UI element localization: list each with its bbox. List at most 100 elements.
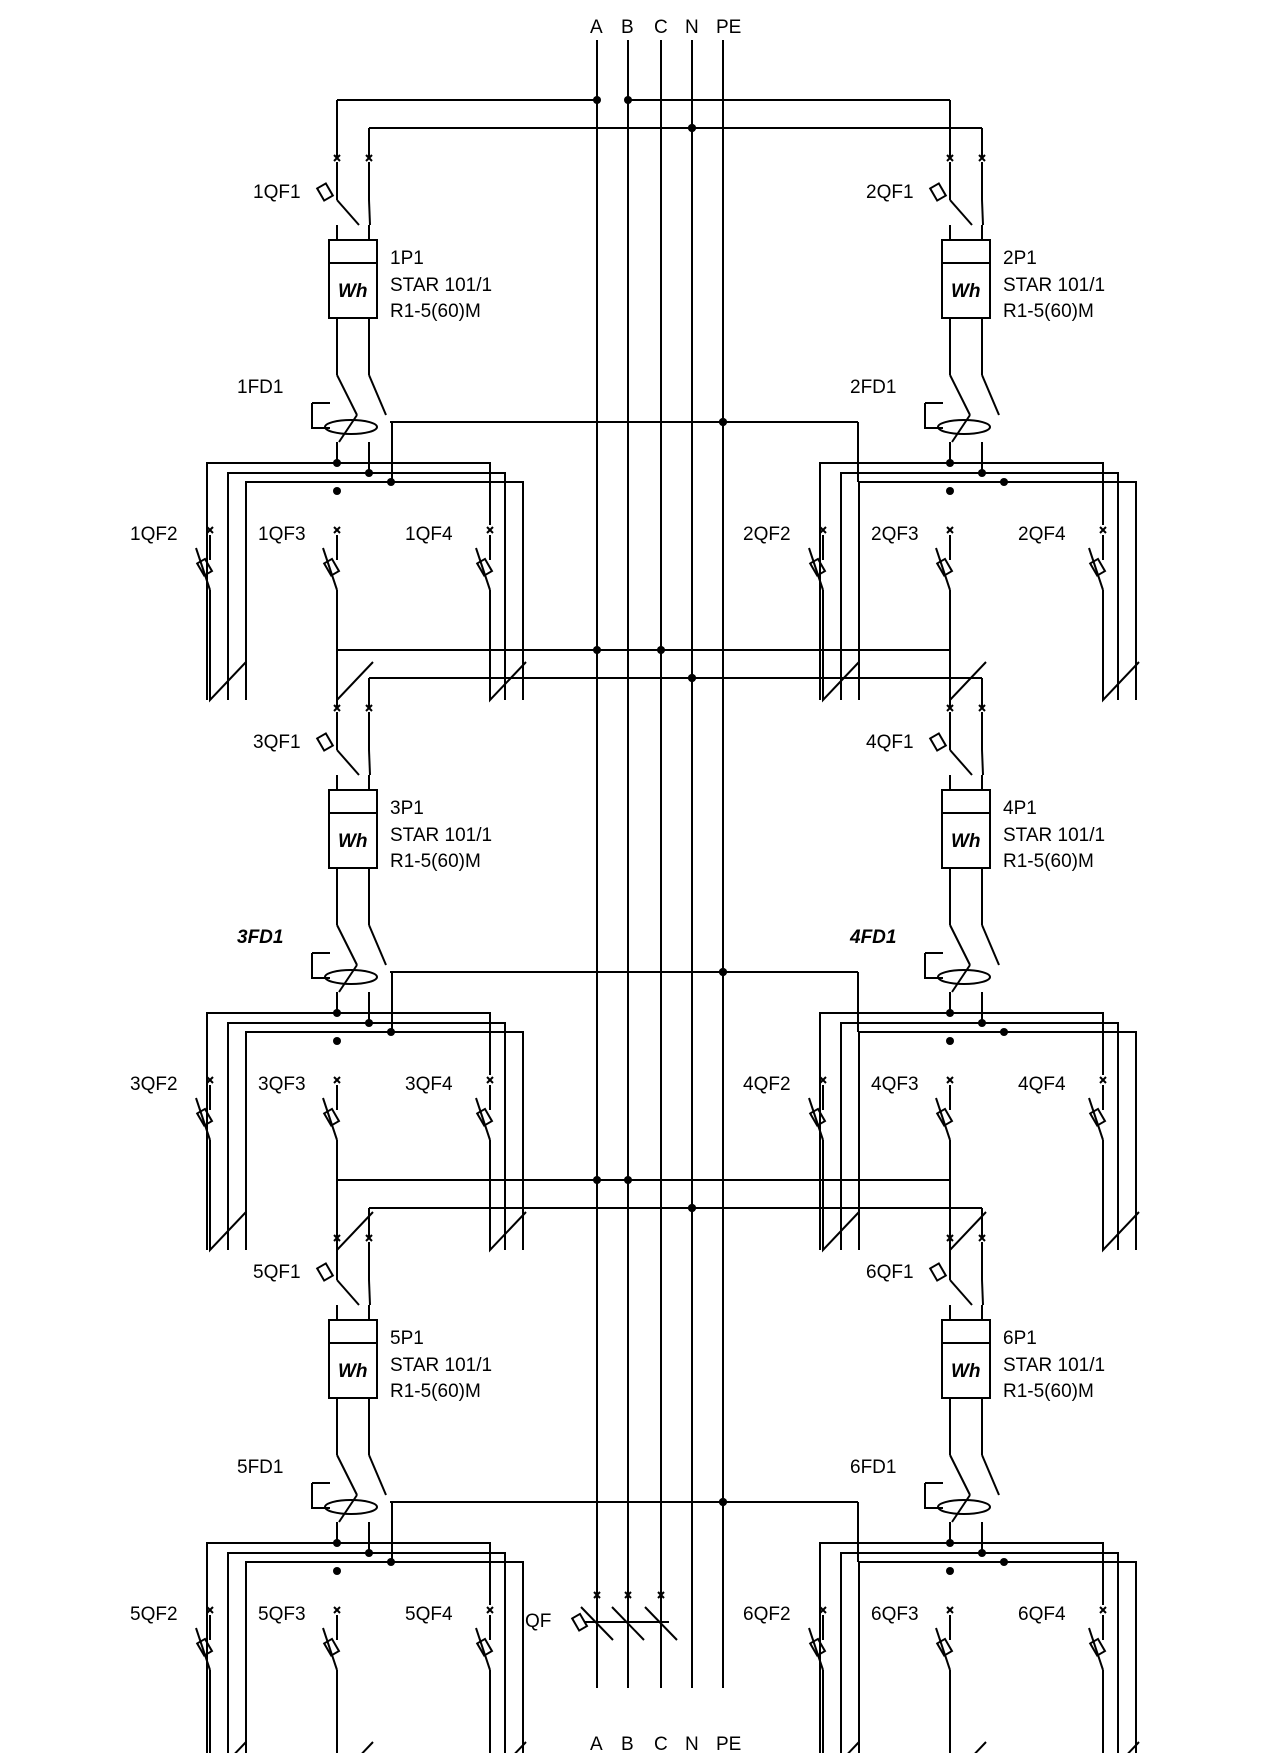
contact bbox=[336, 199, 360, 226]
terminal-cross-icon bbox=[946, 1234, 954, 1242]
meter-body bbox=[328, 239, 378, 319]
trip-coil bbox=[1088, 1637, 1107, 1657]
rcd-toroid bbox=[324, 419, 378, 435]
trip-coil bbox=[322, 1637, 341, 1657]
rcd bbox=[924, 1454, 1000, 1523]
rcd-label: 5FD1 bbox=[237, 1457, 283, 1478]
feeder bbox=[949, 590, 987, 703]
outgoing-breaker-2 bbox=[935, 526, 987, 703]
trip-coil bbox=[195, 557, 214, 577]
bus-c-label-top: C bbox=[654, 17, 668, 38]
qf1-label: 6QF1 bbox=[866, 1262, 914, 1283]
rcd bbox=[924, 374, 1000, 443]
outgoing-label-3: 5QF4 bbox=[405, 1604, 453, 1625]
contact bbox=[336, 749, 360, 776]
rcd-toroid bbox=[324, 1499, 378, 1515]
junction-dot bbox=[1000, 1028, 1008, 1036]
contact bbox=[322, 1627, 338, 1671]
terminal-cross-icon bbox=[593, 1591, 601, 1599]
cross-stroke bbox=[624, 1591, 632, 1599]
meter-model: STAR 101/1 bbox=[1003, 275, 1105, 296]
terminal-cross-icon bbox=[486, 526, 494, 534]
input-breaker bbox=[315, 162, 371, 240]
meter-rating: R1-5(60)M bbox=[390, 1381, 481, 1402]
outgoing-breaker-3 bbox=[475, 1076, 527, 1253]
wh-icon: Wh bbox=[951, 1361, 981, 1382]
trip-coil bbox=[1088, 1107, 1107, 1127]
input-breaker bbox=[928, 712, 984, 790]
feeder bbox=[336, 1670, 374, 1753]
cross-stroke bbox=[333, 1076, 341, 1084]
meter-body bbox=[941, 239, 991, 319]
trip-coil bbox=[475, 1637, 494, 1657]
contact bbox=[1088, 547, 1104, 591]
cross-stroke bbox=[365, 1234, 373, 1242]
contact bbox=[981, 1454, 1000, 1496]
terminal-cross-icon bbox=[946, 154, 954, 162]
meter-body bbox=[941, 1319, 991, 1399]
contact bbox=[368, 749, 371, 776]
junction-dot bbox=[333, 1037, 341, 1045]
terminal-cross-icon bbox=[365, 1234, 373, 1242]
outgoing-label-2: 1QF3 bbox=[258, 524, 306, 545]
junction-dot bbox=[624, 96, 632, 104]
pe-bar bbox=[245, 1561, 524, 1753]
qf-contact bbox=[644, 1606, 678, 1641]
contact bbox=[368, 1279, 371, 1306]
contact bbox=[368, 374, 387, 416]
outgoing-breaker-2 bbox=[935, 1076, 987, 1253]
cross-stroke bbox=[333, 704, 341, 712]
terminal-cross-icon bbox=[1099, 526, 1107, 534]
outgoing-breaker-2 bbox=[935, 1606, 987, 1753]
input-breaker bbox=[928, 162, 984, 240]
feeder bbox=[822, 590, 860, 703]
meter-body bbox=[941, 789, 991, 869]
outgoing-label-2: 2QF3 bbox=[871, 524, 919, 545]
trip-coil bbox=[315, 732, 335, 752]
feeder bbox=[489, 1670, 527, 1753]
junction-dot bbox=[333, 1567, 341, 1575]
meter-rating: R1-5(60)M bbox=[1003, 301, 1094, 322]
wh-icon: Wh bbox=[338, 281, 368, 302]
cross-stroke bbox=[333, 154, 341, 162]
qf1-label: 4QF1 bbox=[866, 732, 914, 753]
meter-model: STAR 101/1 bbox=[390, 825, 492, 846]
trip-coil bbox=[808, 1107, 827, 1127]
contact bbox=[475, 547, 491, 591]
trip-coil bbox=[195, 1637, 214, 1657]
main-breaker-qf: QF bbox=[525, 1591, 678, 1641]
meter-rating: R1-5(60)M bbox=[1003, 851, 1094, 872]
energy-meter: Wh bbox=[328, 789, 378, 869]
cross-stroke bbox=[365, 704, 373, 712]
contact bbox=[336, 924, 358, 966]
contact bbox=[475, 1097, 491, 1141]
outgoing-breaker-3 bbox=[475, 1606, 527, 1753]
feeder bbox=[489, 590, 527, 703]
outgoing-label-3: 4QF4 bbox=[1018, 1074, 1066, 1095]
bus-c-label-bottom: C bbox=[654, 1734, 668, 1753]
input-breaker bbox=[315, 712, 371, 790]
qf-label: QF bbox=[525, 1611, 551, 1632]
trip-coil bbox=[808, 1637, 827, 1657]
phase-bar bbox=[819, 1542, 1104, 1753]
outgoing-label-3: 1QF4 bbox=[405, 524, 453, 545]
wh-icon: Wh bbox=[338, 831, 368, 852]
rcd-label: 3FD1 bbox=[237, 927, 283, 948]
contact bbox=[195, 1097, 211, 1141]
terminal-cross-icon bbox=[333, 704, 341, 712]
cross-stroke bbox=[657, 1591, 665, 1599]
outgoing-label-1: 4QF2 bbox=[743, 1074, 791, 1095]
trip-coil bbox=[928, 1262, 948, 1282]
junction-dot bbox=[946, 487, 954, 495]
feeder bbox=[336, 1140, 374, 1253]
terminal-cross-icon bbox=[978, 1234, 986, 1242]
outgoing-label-1: 6QF2 bbox=[743, 1604, 791, 1625]
cross-stroke bbox=[978, 1234, 986, 1242]
outgoing-label-2: 3QF3 bbox=[258, 1074, 306, 1095]
terminal-cross-icon bbox=[333, 1076, 341, 1084]
junction-dot bbox=[593, 1176, 601, 1184]
